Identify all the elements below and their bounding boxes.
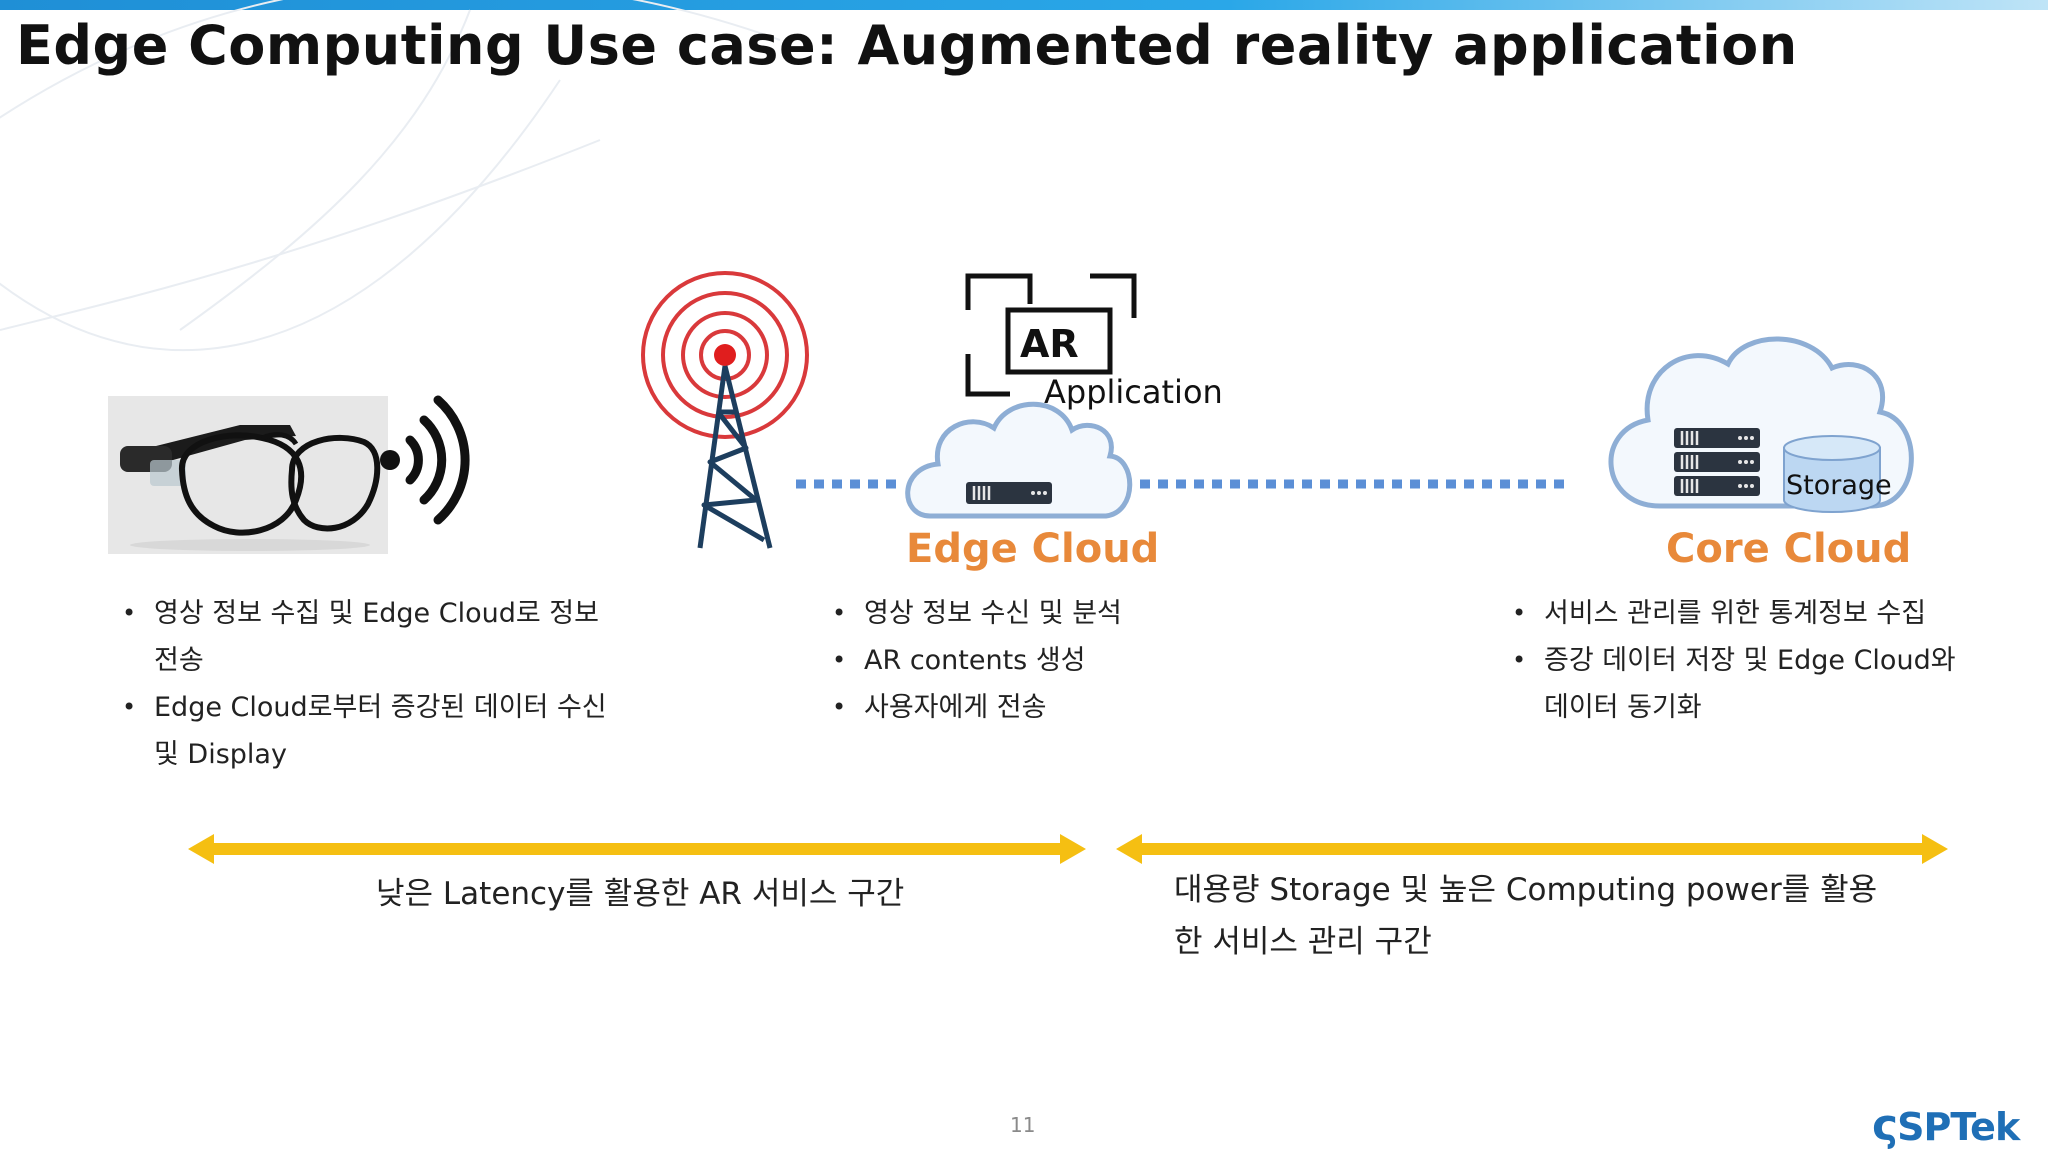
edge-cloud-bullet-list: 영상 정보 수신 및 분석 AR contents 생성 사용자에게 전송 xyxy=(832,590,1272,731)
ar-application-label: Application xyxy=(1044,373,1223,411)
top-accent-bar xyxy=(0,0,2048,10)
edge-cloud-icon xyxy=(905,401,1133,519)
double-arrow-icon xyxy=(1116,834,1948,864)
page-number: 11 xyxy=(1010,1113,1036,1137)
list-item: AR contents 생성 xyxy=(832,637,1272,684)
ar-badge-text: AR xyxy=(1020,322,1079,366)
sptek-logo: ςSPTek xyxy=(1872,1100,2020,1151)
core-cloud-bullet-list: 서비스 관리를 위한 통계정보 수집 증강 데이터 저장 및 Edge Clou… xyxy=(1512,590,1982,731)
list-item: Edge Cloud로부터 증강된 데이터 수신 및 Display xyxy=(122,684,612,778)
low-latency-zone-label: 낮은 Latency를 활용한 AR 서비스 구간 xyxy=(376,876,905,912)
slide-title: Edge Computing Use case: Augmented reali… xyxy=(16,14,1798,77)
storage-label: Storage xyxy=(1786,470,1892,501)
list-item: 사용자에게 전송 xyxy=(832,684,1272,731)
storage-cylinder-icon: Storage xyxy=(1783,435,1892,513)
edge-cloud-label: Edge Cloud xyxy=(906,526,1160,572)
wifi-signal-icon xyxy=(380,395,470,525)
double-arrow-icon xyxy=(188,834,1086,864)
device-bullet-list: 영상 정보 수집 및 Edge Cloud로 정보 전송 Edge Cloud로… xyxy=(122,590,612,778)
core-cloud-label: Core Cloud xyxy=(1666,526,1912,572)
logo-swoosh-icon: ς xyxy=(1872,1100,1898,1151)
server-icon xyxy=(1674,428,1760,496)
list-item: 증강 데이터 저장 및 Edge Cloud와 데이터 동기화 xyxy=(1512,637,1982,731)
logo-text: SPTek xyxy=(1897,1105,2020,1149)
core-cloud-icon: Storage xyxy=(1608,336,1914,513)
list-item: 영상 정보 수신 및 분석 xyxy=(832,590,1272,637)
list-item: 영상 정보 수집 및 Edge Cloud로 정보 전송 xyxy=(122,590,612,684)
list-item: 서비스 관리를 위한 통계정보 수집 xyxy=(1512,590,1982,637)
ar-frame-icon: AR Application xyxy=(965,273,1223,411)
core-management-zone-label: 대용량 Storage 및 높은 Computing power를 활용한 서비… xyxy=(1174,872,1878,960)
radio-tower-icon xyxy=(641,271,809,549)
server-icon xyxy=(966,482,1052,504)
smart-glasses-image xyxy=(108,396,388,554)
